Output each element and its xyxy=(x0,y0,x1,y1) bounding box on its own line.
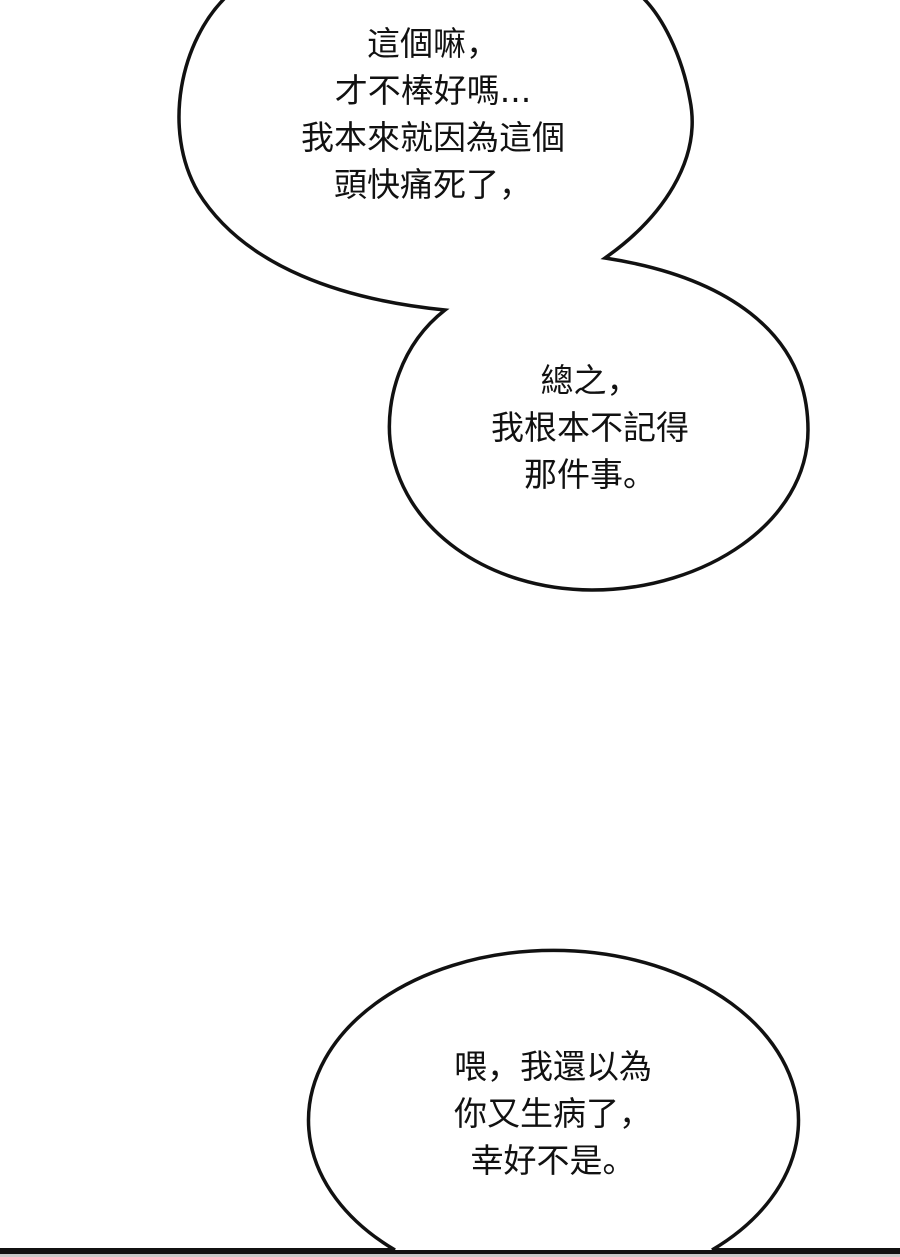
speech-bubble-top xyxy=(177,0,810,592)
bubble-3-line: 你又生病了， xyxy=(454,1094,652,1133)
speech-bubble-bottom xyxy=(306,948,801,1252)
bubble-2-line: 總之， xyxy=(540,361,640,400)
bubble-2-line: 我根本不記得 xyxy=(491,408,689,447)
bubble-3-line: 喂，我還以為 xyxy=(454,1047,652,1086)
bubble-1-line: 這個嘛， xyxy=(367,24,499,63)
lower-panel xyxy=(0,1253,900,1257)
bubble-text-2: 總之， 我根本不記得那件事。 xyxy=(491,357,689,498)
bubble-2-line: 那件事。 xyxy=(524,455,656,494)
bubble-1-line: 頭快痛死了， xyxy=(334,165,532,204)
bubble-3-line: 幸好不是。 xyxy=(470,1141,636,1180)
bubble-text-3: 喂，我還以為你又生病了， 幸好不是。 xyxy=(454,1043,652,1184)
bubble-1-line: 才不棒好嗎... xyxy=(334,71,532,110)
panel-border xyxy=(0,1248,900,1254)
bubble-1-line: 我本來就因為這個 xyxy=(301,118,565,157)
bubble-text-1: 這個嘛， 才不棒好嗎... 我本來就因為這個頭快痛死了， xyxy=(301,20,565,208)
